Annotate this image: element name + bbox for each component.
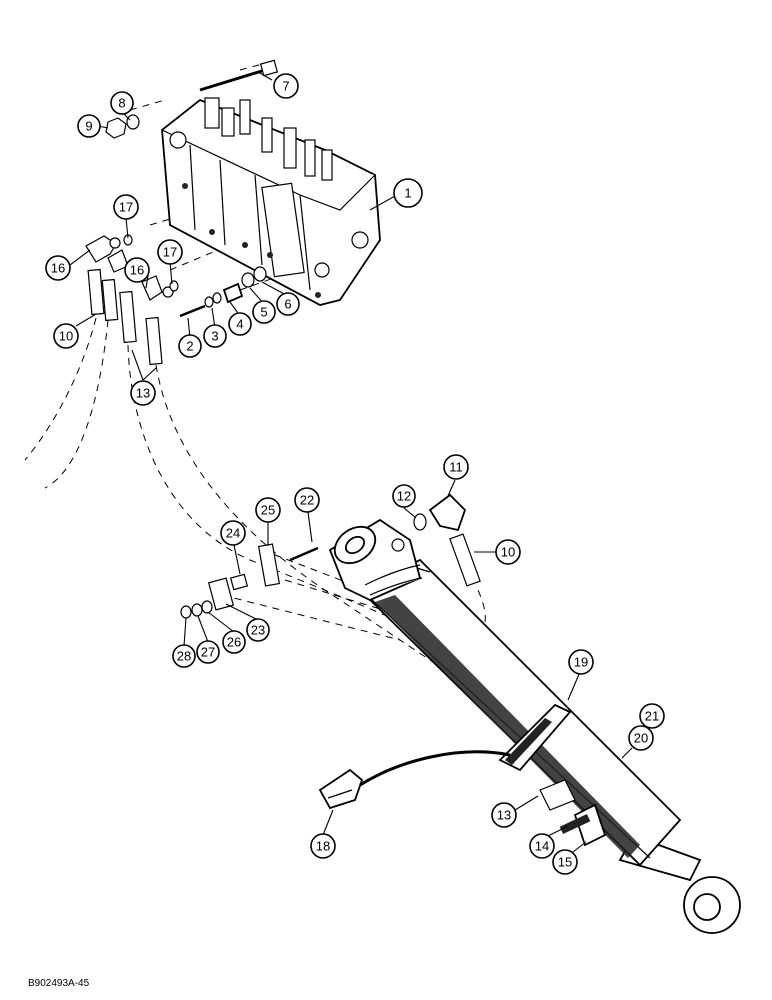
svg-text:16: 16: [130, 263, 144, 278]
svg-text:5: 5: [260, 305, 267, 320]
callout-10-cylinder: 10: [495, 539, 521, 565]
svg-text:7: 7: [282, 79, 289, 94]
svg-text:21: 21: [645, 709, 659, 724]
bolt: [199, 59, 279, 92]
callout-27: 27: [196, 640, 220, 664]
callout-13-valve: 13: [130, 380, 156, 406]
callout-18: 18: [310, 833, 336, 859]
callout-13-cylinder: 13: [491, 802, 517, 828]
svg-text:20: 20: [634, 731, 648, 746]
callout-11: 11: [443, 454, 469, 480]
callout-3: 3: [203, 324, 227, 348]
svg-text:8: 8: [118, 96, 125, 111]
callout-17-lower: 17: [157, 239, 183, 265]
control-handle: [318, 750, 511, 810]
callout-22: 22: [294, 487, 320, 513]
svg-text:22: 22: [300, 493, 314, 508]
callout-6: 6: [276, 292, 300, 316]
svg-text:13: 13: [136, 386, 150, 401]
svg-text:13: 13: [497, 808, 511, 823]
svg-text:4: 4: [236, 317, 243, 332]
figure-code: B902493A-45: [28, 978, 90, 989]
callout-9: 9: [77, 114, 101, 138]
callout-16-lower: 16: [124, 257, 150, 283]
elbow-fittings: [85, 234, 179, 301]
control-valve-assembly: [161, 97, 381, 306]
svg-text:14: 14: [535, 839, 549, 854]
callout-23: 23: [246, 618, 270, 642]
callout-16-upper: 16: [45, 255, 71, 281]
svg-text:12: 12: [397, 489, 411, 504]
callouts: 1 2 3 4 5 6 7 8 9 10 10 11 12 13 13 14 1…: [45, 73, 665, 875]
callout-20: 20: [628, 725, 654, 751]
callout-15: 15: [552, 849, 578, 875]
svg-text:18: 18: [316, 839, 330, 854]
callout-25: 25: [255, 497, 281, 523]
callout-28: 28: [172, 644, 196, 668]
svg-text:24: 24: [226, 526, 240, 541]
callout-21: 21: [639, 703, 665, 729]
nut-and-washer: [105, 114, 140, 139]
callout-4: 4: [228, 312, 252, 336]
svg-text:3: 3: [211, 329, 218, 344]
svg-text:17: 17: [119, 200, 133, 215]
hose-ends-upper: [87, 268, 163, 366]
svg-text:17: 17: [163, 245, 177, 260]
callout-14: 14: [529, 833, 555, 859]
callout-24: 24: [220, 520, 246, 546]
svg-text:23: 23: [251, 623, 265, 638]
svg-text:26: 26: [227, 635, 241, 650]
relief-valve-stack: [179, 266, 267, 318]
callout-17-upper: 17: [113, 194, 139, 220]
callout-1: 1: [393, 178, 423, 208]
svg-text:15: 15: [558, 855, 572, 870]
callout-8: 8: [110, 91, 134, 115]
svg-text:16: 16: [51, 261, 65, 276]
svg-text:1: 1: [404, 186, 411, 201]
svg-text:2: 2: [186, 339, 193, 354]
svg-text:19: 19: [574, 655, 588, 670]
callout-10-valve: 10: [53, 323, 79, 349]
svg-text:28: 28: [177, 649, 191, 664]
svg-text:11: 11: [449, 460, 463, 475]
svg-text:25: 25: [261, 503, 275, 518]
callout-19: 19: [568, 649, 594, 675]
callout-2: 2: [178, 334, 202, 358]
svg-text:6: 6: [284, 297, 291, 312]
svg-text:27: 27: [201, 645, 215, 660]
svg-text:10: 10: [501, 545, 515, 560]
hydraulic-cylinder: [328, 493, 741, 934]
svg-text:9: 9: [85, 119, 92, 134]
callout-5: 5: [252, 300, 276, 324]
callout-12: 12: [392, 484, 416, 508]
callout-26: 26: [222, 630, 246, 654]
svg-text:10: 10: [59, 329, 73, 344]
clamp-hardware: [180, 543, 319, 619]
callout-7: 7: [273, 73, 299, 99]
